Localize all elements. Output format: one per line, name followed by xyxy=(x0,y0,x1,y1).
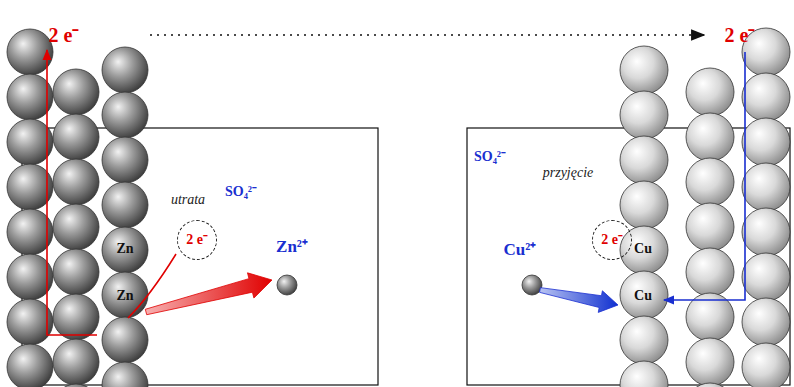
atom-sphere xyxy=(7,119,53,165)
electron-wire-left xyxy=(47,50,97,335)
electron-label: 2 e⁻ xyxy=(49,25,80,45)
atom-sphere xyxy=(742,298,790,346)
atom-sphere xyxy=(686,158,734,206)
atom-sphere xyxy=(53,114,99,160)
atom-sphere xyxy=(102,227,148,273)
atom-sphere xyxy=(53,339,99,385)
atom-sphere xyxy=(686,68,734,116)
atom-sphere xyxy=(53,69,99,115)
solution-outline xyxy=(467,128,790,385)
atom-sphere xyxy=(53,159,99,205)
ion-deposit-arrow xyxy=(540,288,618,313)
atom-sphere xyxy=(620,181,668,229)
atom-sphere xyxy=(7,209,53,255)
copper-ion-sphere xyxy=(522,275,542,295)
atom-label: Cu xyxy=(634,289,652,303)
atom-sphere xyxy=(53,249,99,295)
atom-sphere xyxy=(620,91,668,139)
atom-sphere xyxy=(686,113,734,161)
atom-sphere xyxy=(102,317,148,363)
atom-sphere xyxy=(620,271,668,319)
zinc-ion-sphere xyxy=(277,275,297,295)
atom-sphere xyxy=(53,204,99,250)
atom-label: Zn xyxy=(116,242,133,256)
atom-label: Zn xyxy=(116,289,133,303)
atom-sphere xyxy=(7,344,53,387)
electron-circle: przyjęcie2 e⁻ xyxy=(592,220,632,260)
atom-sphere xyxy=(686,203,734,251)
atom-sphere xyxy=(686,383,734,387)
ion-label: Cu²⁺ xyxy=(504,241,537,258)
electron-label: 2 e⁻ xyxy=(601,233,623,247)
atom-sphere xyxy=(686,338,734,386)
zinc-electrode xyxy=(7,29,148,387)
copper-electrode xyxy=(620,28,790,387)
ion-release-arrow xyxy=(145,273,272,315)
atom-sphere xyxy=(742,73,790,121)
atom-sphere xyxy=(7,299,53,345)
electron-flow-arrow xyxy=(150,34,704,36)
atom-sphere xyxy=(102,182,148,228)
atom-sphere xyxy=(686,248,734,296)
atom-sphere xyxy=(620,46,668,94)
electron-circle: utrata2 e⁻ xyxy=(177,220,217,260)
ion-label: SO₄²⁻ xyxy=(225,185,257,199)
atom-sphere xyxy=(742,343,790,387)
atom-sphere xyxy=(620,361,668,387)
process-caption: utrata xyxy=(171,193,205,207)
solution-box: SO₄²⁻utrata2 e⁻ xyxy=(22,128,378,385)
atom-sphere xyxy=(102,362,148,387)
atom-sphere xyxy=(742,253,790,301)
atom-sphere xyxy=(7,164,53,210)
atom-sphere xyxy=(53,384,99,387)
process-caption: przyjęcie xyxy=(543,166,594,180)
atom-label: Cu xyxy=(634,242,652,256)
atom-sphere xyxy=(742,118,790,166)
electron-loss-curve xyxy=(128,254,176,318)
atom-sphere xyxy=(102,92,148,138)
ion-label: Zn²⁺ xyxy=(276,238,308,255)
atom-sphere xyxy=(102,272,148,318)
electron-wire-right xyxy=(664,52,745,300)
atom-sphere xyxy=(7,254,53,300)
atom-sphere xyxy=(102,47,148,93)
electron-label: 2 e⁻ xyxy=(186,233,208,247)
atom-sphere xyxy=(742,208,790,256)
atom-sphere xyxy=(620,226,668,274)
atom-sphere xyxy=(7,74,53,120)
atom-sphere xyxy=(102,137,148,183)
atom-sphere xyxy=(7,29,53,75)
atom-sphere xyxy=(742,163,790,211)
atom-sphere xyxy=(620,316,668,364)
electron-label: 2 e⁻ xyxy=(725,25,756,45)
atom-sphere xyxy=(620,136,668,184)
atom-sphere xyxy=(53,294,99,340)
ion-label: SO₄²⁻ xyxy=(474,150,506,164)
solution-outline xyxy=(22,128,378,385)
